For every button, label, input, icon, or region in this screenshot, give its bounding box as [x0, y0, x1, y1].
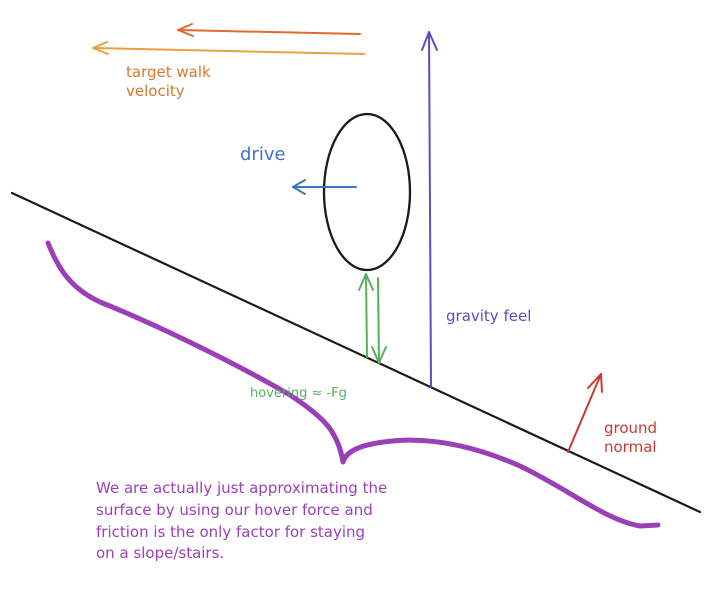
note-line-1: We are actually just approximating the: [96, 479, 388, 497]
note-line-4: on a slope/stairs.: [96, 544, 225, 563]
ground-normal-label-line2: normal: [604, 437, 657, 456]
target-velocity-arrow-2: [92, 41, 365, 55]
note-line-2: surface by using our hover force and: [96, 500, 373, 519]
hover-down-arrow: [371, 277, 387, 364]
note-line-3: friction is the only factor for staying: [96, 522, 366, 541]
drive-arrow: [292, 179, 357, 195]
hovering-label: hovering ≈ -Fg: [250, 386, 347, 401]
gravity-arrow: [421, 31, 438, 388]
target-walk-label-line1: target walk: [126, 63, 211, 81]
approximation-note: We are actually just approximating the s…: [96, 478, 387, 565]
character-body: [322, 112, 412, 272]
ground-slope-line: [10, 191, 702, 514]
target-walk-velocity-label: target walk velocity: [126, 63, 211, 101]
target-walk-label-line2: velocity: [126, 81, 185, 100]
ground-normal-label-line1: ground: [604, 419, 658, 437]
gravity-feel-label: gravity feel: [446, 307, 532, 325]
ground-normal-arrow: [567, 373, 603, 453]
drive-label: drive: [240, 144, 286, 165]
target-velocity-arrow-1: [177, 23, 361, 37]
approximated-surface-curve: [45, 240, 661, 529]
hover-up-arrow: [358, 273, 374, 358]
ground-normal-label: ground normal: [604, 419, 657, 457]
